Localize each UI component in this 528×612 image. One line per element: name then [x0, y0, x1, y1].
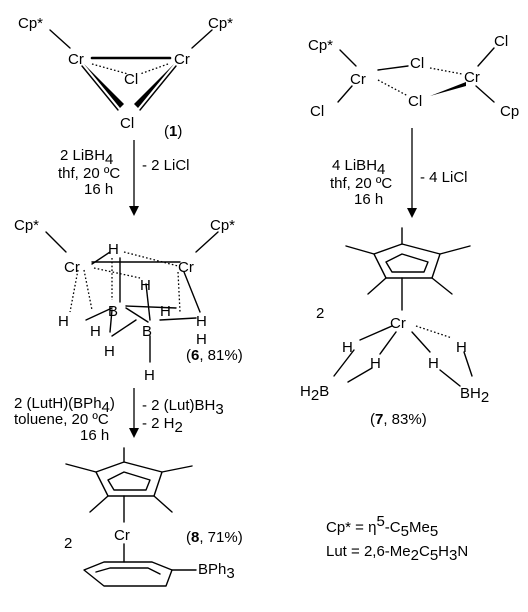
- compound-1-cr-left: Cr: [68, 51, 84, 68]
- compound-1: Cp* Cp* Cr Cr Cl Cl (1): [18, 15, 233, 140]
- compound-7-h-outer-left: H: [342, 339, 353, 356]
- compound-6-h-lower-right: H: [196, 331, 207, 348]
- right-start-cr-left: Cr: [350, 71, 366, 88]
- right-start-cl-left-bottom: Cl: [310, 103, 324, 120]
- compound-8-coefficient: 2: [64, 535, 72, 552]
- compound-6-b-left: B: [108, 303, 118, 320]
- right-start-cp-right-bottom: Cp: [500, 103, 519, 120]
- compound-6-h-top: H: [108, 241, 119, 258]
- compound-6-h-lower: H: [90, 323, 101, 340]
- compound-6-cr-left: Cr: [64, 259, 80, 276]
- right-start-cl-right-top: Cl: [494, 33, 508, 50]
- compound-8-label: (8, 71%): [186, 529, 243, 546]
- compound-6-b-right: B: [142, 323, 152, 340]
- legend-cp-definition: Cp* = η5-C5Me5: [326, 513, 438, 540]
- compound-6-h-center: H: [160, 303, 171, 320]
- compound-right-start: Cp* Cl Cr Cr Cl Cl Cl Cp: [308, 33, 519, 120]
- step-3-reagent: 2 (LutH)(BPh4): [14, 395, 115, 416]
- compound-7-h-outer-right: H: [456, 339, 467, 356]
- compound-7: 2 Cr H H H H H2B BH2 (7, 83%): [300, 227, 489, 428]
- compound-7-label: (7, 83%): [370, 411, 427, 428]
- step-2-reagent: 4 LiBH4: [332, 157, 385, 178]
- compound-6-h-right: H: [196, 313, 207, 330]
- step-3-time: 16 h: [80, 427, 109, 444]
- compound-7-h-inner-left: H: [370, 355, 381, 372]
- step-1-conditions: thf, 20 ºC: [58, 165, 120, 182]
- legend: Cp* = η5-C5Me5 Lut = 2,6-Me2C5H3N: [326, 513, 468, 564]
- compound-6-h-bottom-left: H: [104, 343, 115, 360]
- compound-7-coefficient: 2: [316, 305, 324, 322]
- compound-6-cp-right: Cp*: [210, 217, 235, 234]
- compound-1-cl-bridge: Cl: [124, 71, 138, 88]
- reaction-arrow-2: 4 LiBH4 thf, 20 ºC 16 h - 4 LiCl: [330, 128, 468, 218]
- right-start-cl-bridge-top: Cl: [410, 55, 424, 72]
- compound-1-cl-bottom: Cl: [120, 115, 134, 132]
- compound-6-cr-right: Cr: [178, 259, 194, 276]
- compound-7-h-inner-right: H: [428, 355, 439, 372]
- step-3-conditions: toluene, 20 ºC: [14, 411, 109, 428]
- compound-6-h-mid: H: [140, 277, 151, 294]
- step-2-conditions: thf, 20 ºC: [330, 175, 392, 192]
- reaction-arrow-3: 2 (LutH)(BPh4) toluene, 20 ºC 16 h - 2 (…: [14, 388, 224, 444]
- right-start-cr-right: Cr: [464, 69, 480, 86]
- compound-1-label: (1): [164, 123, 182, 140]
- step-1-byproduct: - 2 LiCl: [142, 157, 190, 174]
- compound-8-bph3: BPh3: [198, 561, 235, 582]
- right-start-cp-left: Cp*: [308, 37, 333, 54]
- reaction-arrow-1: 2 LiBH4 thf, 20 ºC 16 h - 2 LiCl: [58, 140, 190, 216]
- compound-7-bh2-left: H2B: [300, 383, 329, 404]
- compound-6: Cp* Cp* Cr Cr H H B H H H H B H H H (6, …: [14, 217, 243, 384]
- step-2-byproduct: - 4 LiCl: [420, 169, 468, 186]
- compound-1-cp-right: Cp*: [208, 15, 233, 32]
- compound-6-cp-left: Cp*: [14, 217, 39, 234]
- compound-6-label: (6, 81%): [186, 347, 243, 364]
- step-2-time: 16 h: [354, 191, 383, 208]
- compound-8: 2 Cr (8, 71%) BPh3: [64, 447, 243, 587]
- compound-1-cp-left: Cp*: [18, 15, 43, 32]
- legend-lut-definition: Lut = 2,6-Me2C5H3N: [326, 543, 468, 564]
- compound-6-h-left: H: [58, 313, 69, 330]
- step-1-reagent: 2 LiBH4: [60, 147, 113, 168]
- compound-8-cr: Cr: [114, 527, 130, 544]
- compound-1-cr-right: Cr: [174, 51, 190, 68]
- compound-7-cr: Cr: [390, 315, 406, 332]
- compound-6-h-bottom: H: [144, 367, 155, 384]
- right-start-cl-bridge-bottom: Cl: [408, 93, 422, 110]
- step-3-byproduct-2: - 2 H2: [142, 415, 183, 436]
- step-3-byproduct-1: - 2 (Lut)BH3: [142, 397, 224, 418]
- step-1-time: 16 h: [84, 181, 113, 198]
- compound-7-bh2-right: BH2: [460, 385, 489, 406]
